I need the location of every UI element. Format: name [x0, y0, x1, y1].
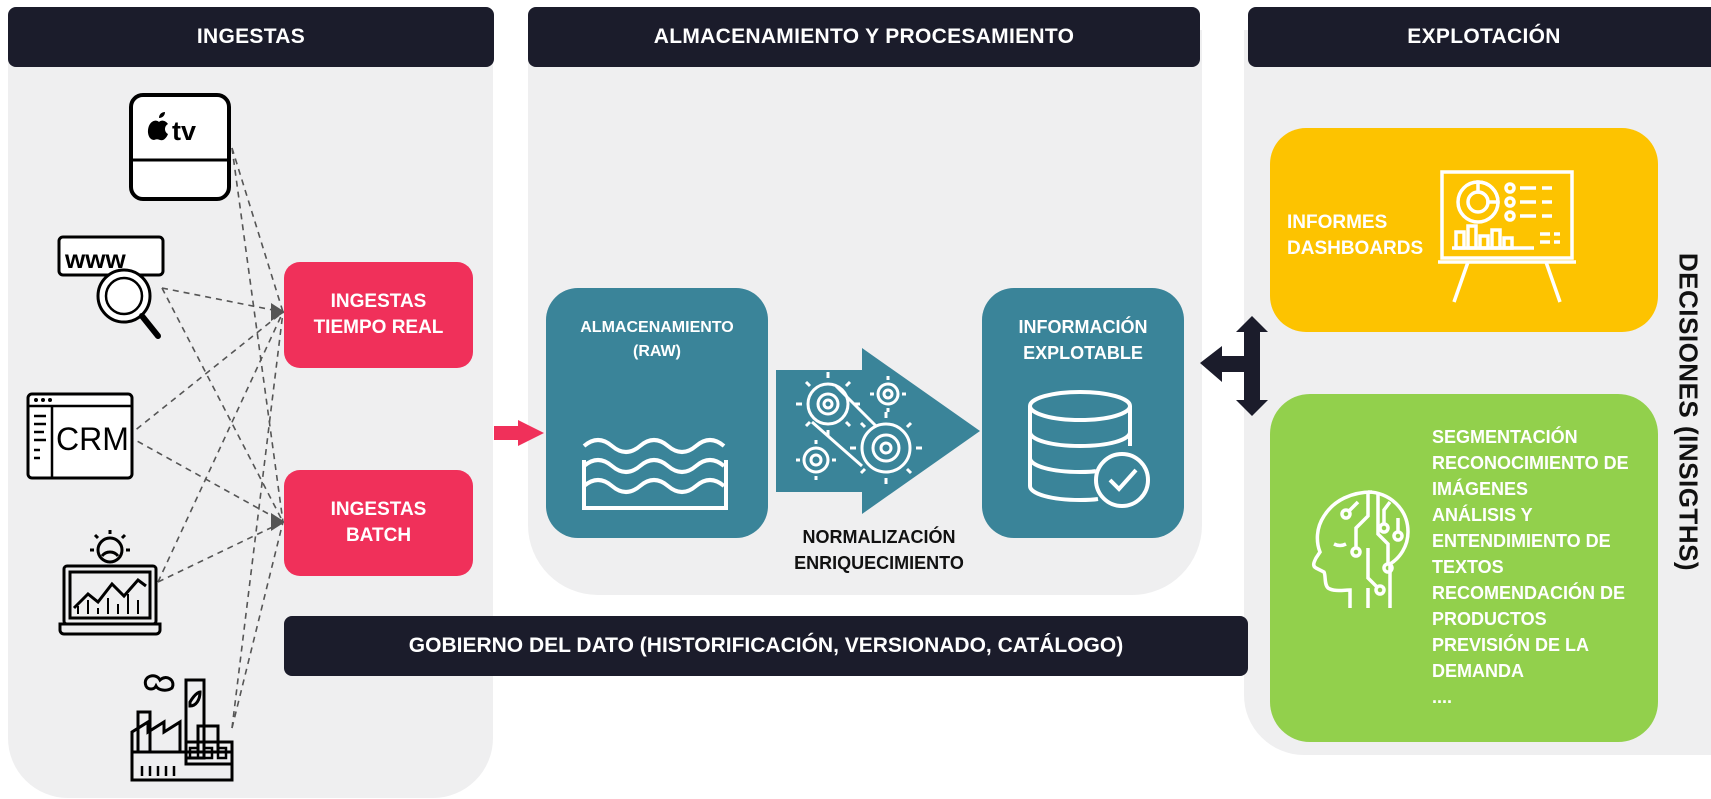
- gobierno-del-dato-bar: GOBIERNO DEL DATO (HISTORIFICACIÓN, VERS…: [284, 616, 1248, 676]
- ingestas-tiempo-real-label: INGESTAS TIEMPO REAL: [313, 291, 444, 338]
- header-explotacion: EXPLOTACIÓN: [1248, 7, 1711, 67]
- informacion-explotable-box: INFORMACIÓN EXPLOTABLE: [982, 288, 1184, 538]
- red-arrow-icon: [494, 420, 544, 446]
- crm-label: CRM: [56, 421, 129, 457]
- ai-head-icon: [1311, 490, 1410, 608]
- processing-arrow-icon: [776, 348, 980, 514]
- apple-tv-icon: tv: [129, 93, 231, 201]
- waves-icon: [582, 438, 728, 510]
- presentation-board-icon: [1438, 170, 1576, 303]
- database-check-icon: [1028, 390, 1150, 508]
- laptop-analytics-icon: [58, 530, 162, 636]
- www-search-icon: www: [57, 235, 165, 339]
- apple-tv-label: tv: [172, 116, 196, 146]
- t-arrow-icon: [1200, 316, 1268, 416]
- ai-uses-label: SEGMENTACIÓN RECONOCIMIENTO DE IMÁGENES …: [1432, 427, 1629, 707]
- almacenamiento-raw-box: ALMACENAMIENTO (RAW): [546, 288, 768, 538]
- ingestas-batch-label: INGESTAS BATCH: [330, 499, 427, 546]
- ai-uses-box: [1270, 394, 1658, 742]
- header-almacenamiento: ALMACENAMIENTO Y PROCESAMIENTO: [528, 7, 1200, 67]
- almacenamiento-raw-label: ALMACENAMIENTO (RAW): [580, 319, 734, 360]
- informes-dashboards-box: [1270, 128, 1658, 332]
- factory-icon: [130, 674, 234, 782]
- gobierno-del-dato-label: GOBIERNO DEL DATO (HISTORIFICACIÓN, VERS…: [408, 634, 1124, 657]
- informacion-explotable-label: INFORMACIÓN EXPLOTABLE: [1018, 317, 1148, 363]
- normalizacion-label: NORMALIZACIÓN ENRIQUECIMIENTO: [794, 527, 964, 573]
- informes-dashboards-label: INFORMES DASHBOARDS: [1287, 212, 1424, 259]
- decisiones-label: DECISIONES (INSIGTHS): [1673, 252, 1704, 572]
- header-ingestas: INGESTAS: [8, 7, 494, 67]
- ingestas-tiempo-real-box: INGESTAS TIEMPO REAL: [284, 262, 473, 368]
- ingestas-batch-box: INGESTAS BATCH: [284, 470, 473, 576]
- www-label: www: [64, 244, 126, 274]
- crm-icon: CRM: [26, 392, 134, 480]
